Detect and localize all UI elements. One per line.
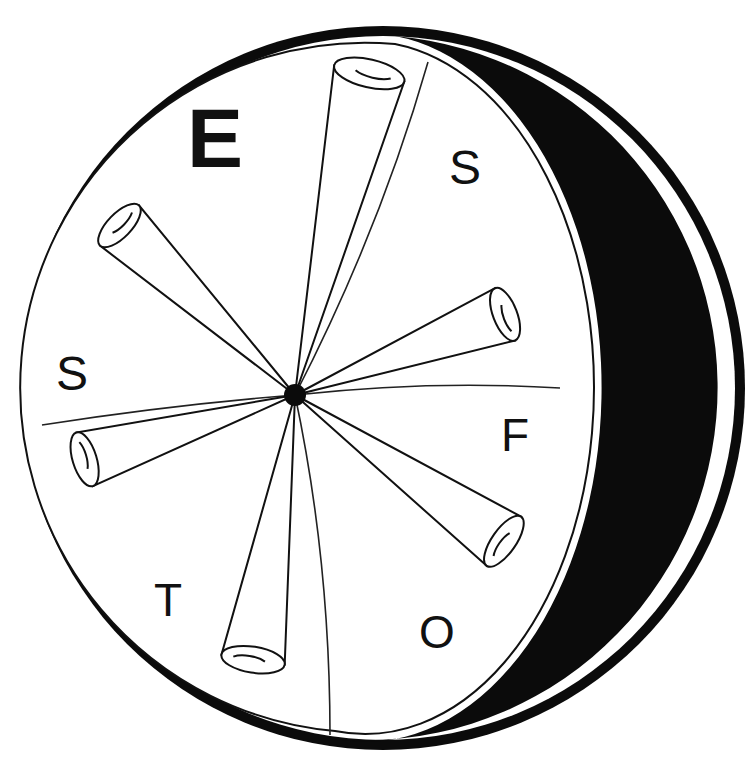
segment-letter: S [449, 144, 481, 192]
segment-letter: O [419, 609, 455, 655]
segment-letter: E [187, 96, 243, 180]
segment-letter: F [501, 412, 529, 458]
segment-letter: S [56, 350, 88, 398]
sphere-outline [21, 26, 745, 750]
partition-lines [42, 62, 560, 735]
center-dot [284, 384, 306, 406]
cones [65, 52, 531, 678]
cut-face [20, 43, 594, 734]
segment-letter: T [154, 577, 182, 623]
